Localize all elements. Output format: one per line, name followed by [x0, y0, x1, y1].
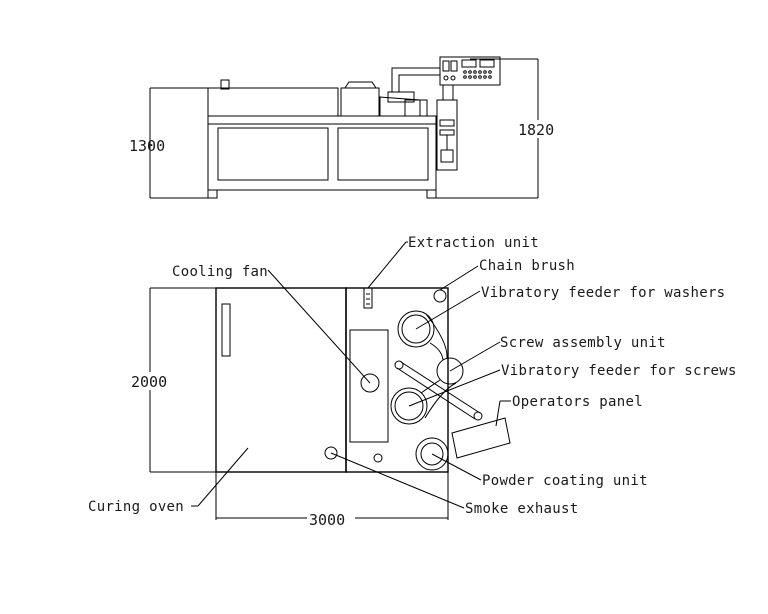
smoke-exhaust: [324, 446, 338, 460]
side-column: [436, 99, 458, 171]
label-curing-oven: Curing oven: [88, 499, 184, 515]
vibratory-feeder-screws: [390, 387, 428, 425]
extraction-unit: [363, 287, 373, 309]
curing-oven-outline: [215, 287, 347, 473]
side-chimney: [220, 79, 230, 90]
dim-label-2000: 2000: [131, 373, 167, 391]
label-screw-assembly-unit: Screw assembly unit: [500, 335, 666, 351]
control-panel-buttons: [443, 70, 492, 81]
label-extraction-unit: Extraction unit: [408, 235, 539, 251]
plan-view: 2000 3000: [131, 241, 511, 529]
side-pipe-inner: [398, 74, 440, 92]
powder-coating-unit: [415, 437, 449, 471]
cooling-fan: [360, 373, 380, 393]
label-operators-panel: Operators panel: [512, 394, 643, 410]
panel-rail-bottom: [396, 367, 476, 420]
side-top-housing: [207, 87, 339, 117]
assembly-section-outline: [345, 287, 449, 473]
label-vibratory-feeder-screws: Vibratory feeder for screws: [501, 363, 737, 379]
dim-label-3000: 3000: [309, 511, 345, 529]
side-elevation-view: 1300 1820: [129, 56, 558, 199]
side-pipe-outer: [391, 67, 440, 92]
side-hopper: [340, 87, 380, 117]
chain-brush: [433, 289, 447, 303]
label-vibratory-feeder-washers: Vibratory feeder for washers: [481, 285, 725, 301]
label-chain-brush: Chain brush: [479, 258, 575, 274]
label-cooling-fan: Cooling fan: [172, 264, 268, 280]
component-labels: Extraction unit Chain brush Cooling fan …: [88, 235, 737, 517]
side-right-door: [337, 127, 429, 181]
oven-window: [221, 303, 231, 357]
side-left-door: [217, 127, 329, 181]
dim-label-1820: 1820: [518, 121, 554, 139]
panel-rail-top: [400, 361, 481, 414]
screw-assembly-unit: [436, 357, 464, 385]
label-powder-coating-unit: Powder coating unit: [482, 473, 648, 489]
leader-lines: [191, 241, 511, 509]
operators-panel: [451, 417, 511, 459]
vibratory-feeder-washers: [397, 310, 435, 348]
dim-label-1300: 1300: [129, 137, 165, 155]
conveyor-chute: [349, 329, 389, 443]
side-table-top: [207, 115, 437, 125]
side-control-panel: [439, 56, 501, 86]
label-smoke-exhaust: Smoke exhaust: [465, 501, 578, 517]
